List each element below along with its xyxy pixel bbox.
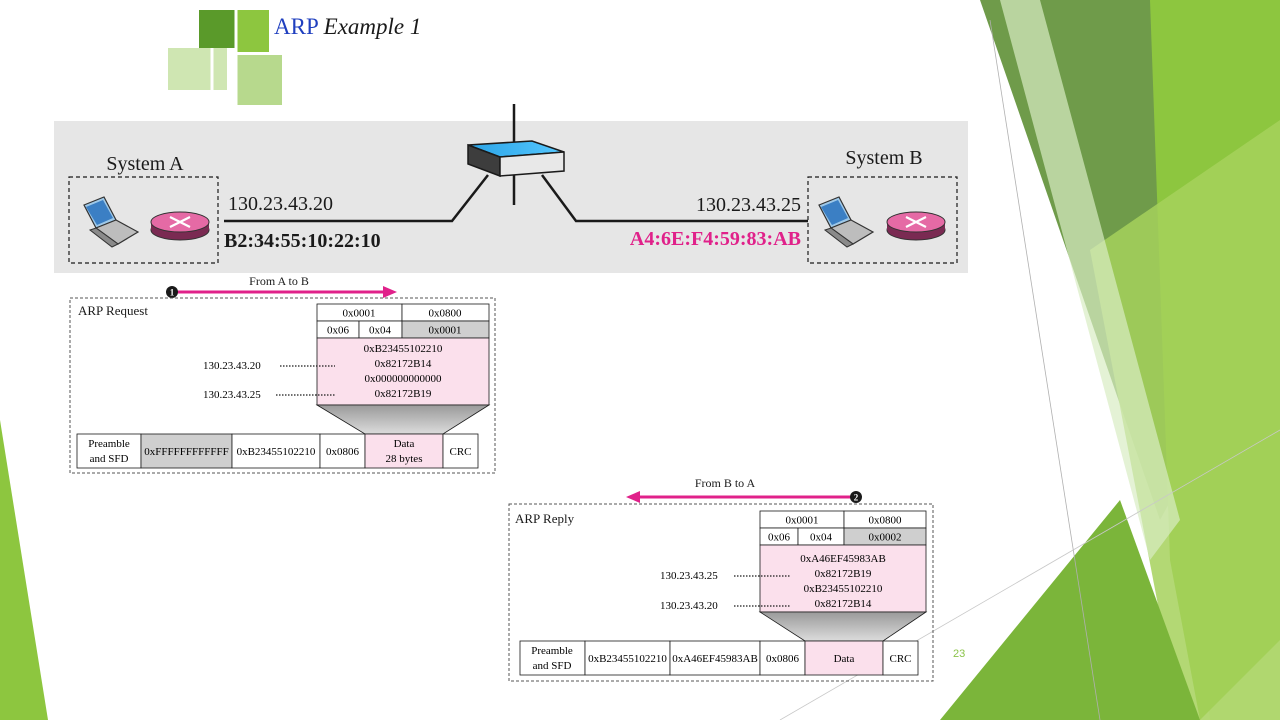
- request-ip-label: 130.23.43.25: [203, 389, 261, 401]
- reply-frame: [519, 640, 919, 676]
- request-frame-preamble: and SFD: [90, 453, 129, 465]
- request-operation: 0x0001: [429, 325, 462, 337]
- reply-proto-type: 0x0800: [869, 515, 903, 527]
- request-field: 0x82172B19: [375, 388, 432, 400]
- request-hw-len: 0x06: [327, 325, 350, 337]
- reply-frame-dest: 0xB23455102210: [588, 653, 667, 665]
- slide-title-arp: ARP: [274, 14, 318, 39]
- arp-request-arrow: 1: [166, 286, 397, 298]
- arp-request-title: ARP Request: [78, 303, 148, 318]
- request-proto-len: 0x04: [369, 325, 392, 337]
- link-system-a: [224, 174, 489, 223]
- reply-field: 0xB23455102210: [804, 583, 883, 595]
- system-b-mac: A4:6E:F4:59:83:AB: [630, 228, 801, 250]
- reply-hw-len: 0x06: [768, 532, 791, 544]
- system-b-label: System B: [845, 147, 922, 169]
- reply-frame-data: Data: [834, 653, 855, 665]
- right-accent-shape-sliver: [1000, 0, 1180, 560]
- arp-reply-header: [759, 510, 927, 546]
- system-a-ip: 130.23.43.20: [228, 193, 333, 215]
- reply-step-number: 2: [854, 493, 859, 503]
- request-step-number: 1: [170, 288, 175, 298]
- switch-icon: [467, 104, 565, 205]
- logo-square-light: [168, 48, 227, 90]
- request-address-fields: [316, 337, 490, 406]
- request-ip-label: 130.23.43.20: [203, 360, 261, 372]
- request-proto-type: 0x0800: [429, 308, 463, 320]
- request-direction-label: From A to B: [249, 274, 309, 288]
- system-a-mac: B2:34:55:10:22:10: [224, 230, 381, 252]
- arp-reply-title: ARP Reply: [515, 511, 575, 526]
- router-icon: [150, 211, 210, 241]
- system-a-box: [68, 176, 219, 264]
- link-system-b: [540, 174, 808, 223]
- reply-frame-preamble: Preamble: [531, 645, 573, 657]
- logo-square-dark: [199, 10, 237, 48]
- slide-title-example: Example 1: [323, 14, 422, 39]
- system-a-label: System A: [106, 153, 184, 175]
- system-b-ip: 130.23.43.25: [696, 194, 801, 216]
- reply-frame-src: 0xA46EF45983AB: [672, 653, 758, 665]
- request-encapsulation-funnel: [315, 404, 491, 435]
- reply-field: 0x82172B19: [815, 568, 872, 580]
- reply-address-fields: [759, 544, 927, 613]
- right-accent-line: [989, 19, 1101, 720]
- laptop-icon: [818, 196, 875, 248]
- reply-hw-type: 0x0001: [786, 515, 819, 527]
- reply-direction-label: From B to A: [695, 476, 756, 490]
- reply-ip-label: 130.23.43.20: [660, 600, 718, 612]
- reply-frame-crc: CRC: [889, 653, 911, 665]
- slide-number: 23: [953, 648, 966, 660]
- request-hw-type: 0x0001: [343, 308, 376, 320]
- reply-operation: 0x0002: [869, 532, 902, 544]
- request-field: 0x000000000000: [365, 373, 443, 385]
- system-b-box: [807, 176, 958, 264]
- request-frame-preamble: Preamble: [88, 438, 130, 450]
- arp-request-box: [69, 297, 496, 474]
- reply-ip-label: 130.23.43.25: [660, 570, 718, 582]
- slide-title: ARP Example 1: [274, 14, 421, 40]
- request-frame: [76, 433, 479, 469]
- request-frame-data: Data: [394, 438, 415, 450]
- request-frame-crc: CRC: [449, 446, 471, 458]
- arp-reply-arrow: 2: [626, 491, 862, 503]
- right-accent-shape-mid: [1090, 120, 1280, 720]
- request-field: 0xB23455102210: [364, 343, 443, 355]
- reply-field: 0xA46EF45983AB: [800, 553, 886, 565]
- request-frame-dest: 0xFFFFFFFFFFFF: [144, 446, 228, 458]
- reply-encapsulation-funnel: [758, 611, 928, 642]
- request-field: 0x82172B14: [375, 358, 432, 370]
- reply-field: 0x82172B14: [815, 598, 872, 610]
- reply-frame-type: 0x0806: [766, 653, 800, 665]
- request-frame-src: 0xB23455102210: [237, 446, 316, 458]
- request-frame-type: 0x0806: [326, 446, 360, 458]
- arp-reply-box: [508, 503, 934, 682]
- logo-square-mid: [237, 10, 269, 52]
- arp-request-header: [316, 303, 490, 339]
- logo-square-pale: [237, 55, 282, 105]
- left-accent-shape: [0, 420, 48, 720]
- router-icon: [886, 211, 946, 241]
- reply-proto-len: 0x04: [810, 532, 833, 544]
- request-frame-data: 28 bytes: [386, 453, 423, 465]
- reply-frame-preamble: and SFD: [533, 660, 572, 672]
- laptop-icon: [83, 196, 140, 248]
- right-accent-shape-bottom: [940, 500, 1200, 720]
